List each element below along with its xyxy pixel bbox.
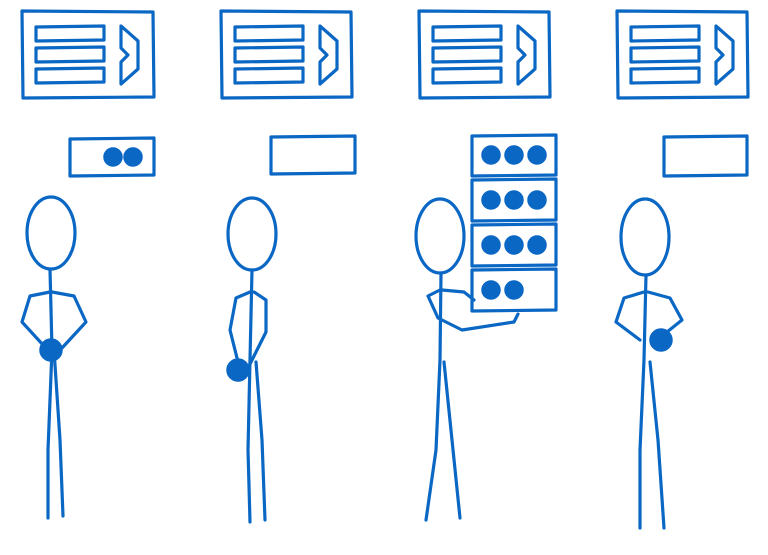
torso-left-leg — [638, 273, 648, 530]
token — [123, 147, 143, 167]
board-frame — [20, 9, 156, 100]
board — [20, 9, 156, 100]
panel-person-3 — [414, 9, 558, 522]
play-arrow-icon — [318, 24, 339, 86]
tray-frame — [470, 222, 558, 268]
stick-figure — [414, 197, 520, 522]
board — [417, 9, 552, 100]
head — [226, 196, 278, 272]
board-line-item — [629, 45, 701, 64]
token — [504, 235, 524, 255]
token-tray — [68, 136, 156, 178]
right-leg — [442, 360, 462, 520]
play-arrow-icon — [119, 24, 140, 86]
hand-token — [649, 328, 673, 352]
carrying-arm — [426, 288, 520, 332]
board-line-item — [431, 45, 503, 64]
supporting-arm — [440, 288, 476, 302]
token — [504, 190, 524, 210]
board-line-item — [431, 24, 503, 43]
head — [619, 197, 671, 277]
board-line-item — [431, 66, 503, 85]
token — [481, 280, 501, 300]
board — [219, 9, 354, 100]
stick-figure — [614, 197, 684, 530]
board-line-item — [629, 24, 701, 43]
right-leg — [52, 348, 65, 518]
stick-figure — [20, 195, 88, 520]
token — [481, 190, 501, 210]
board-frame — [219, 9, 354, 100]
tray-frame — [470, 133, 558, 178]
board-frame — [417, 9, 552, 100]
hand-token — [39, 338, 63, 362]
left-arm — [20, 290, 52, 348]
play-arrow-icon — [516, 24, 537, 86]
board-line-item — [34, 66, 106, 85]
tray-frame — [269, 134, 357, 176]
token — [103, 147, 123, 167]
tray-frame — [470, 177, 558, 223]
right-leg — [648, 360, 666, 530]
torso-left-leg — [424, 271, 443, 522]
token — [527, 190, 547, 210]
right-arm — [246, 290, 268, 370]
token-stack — [470, 133, 558, 313]
panel-person-2 — [219, 9, 357, 524]
board-line-item — [629, 66, 701, 85]
right-arm — [50, 290, 88, 350]
play-arrow-icon — [714, 24, 735, 86]
board-line-item — [233, 45, 305, 64]
right-leg — [254, 360, 267, 522]
left-arm — [228, 290, 252, 364]
panel-person-1 — [20, 9, 156, 520]
board-frame — [615, 9, 750, 100]
token-tray — [662, 134, 749, 178]
board-line-item — [34, 45, 106, 64]
stick-figure — [226, 196, 278, 524]
panel-person-4 — [614, 9, 750, 530]
board-line-item — [233, 66, 305, 85]
token — [504, 145, 524, 165]
token — [481, 235, 501, 255]
torso-left-leg — [46, 267, 54, 520]
right-arm — [646, 290, 684, 338]
torso-left-leg — [246, 268, 254, 524]
head — [414, 197, 466, 275]
token — [481, 145, 501, 165]
tray-frame — [662, 134, 749, 178]
board — [615, 9, 750, 100]
left-arm — [614, 290, 646, 342]
board-line-item — [233, 24, 305, 43]
head — [25, 195, 77, 271]
hand-token — [226, 358, 250, 382]
board-line-item — [34, 24, 106, 43]
tray-frame — [68, 136, 156, 178]
token — [527, 145, 547, 165]
token-tray — [269, 134, 357, 176]
token — [527, 235, 547, 255]
token — [504, 280, 524, 300]
